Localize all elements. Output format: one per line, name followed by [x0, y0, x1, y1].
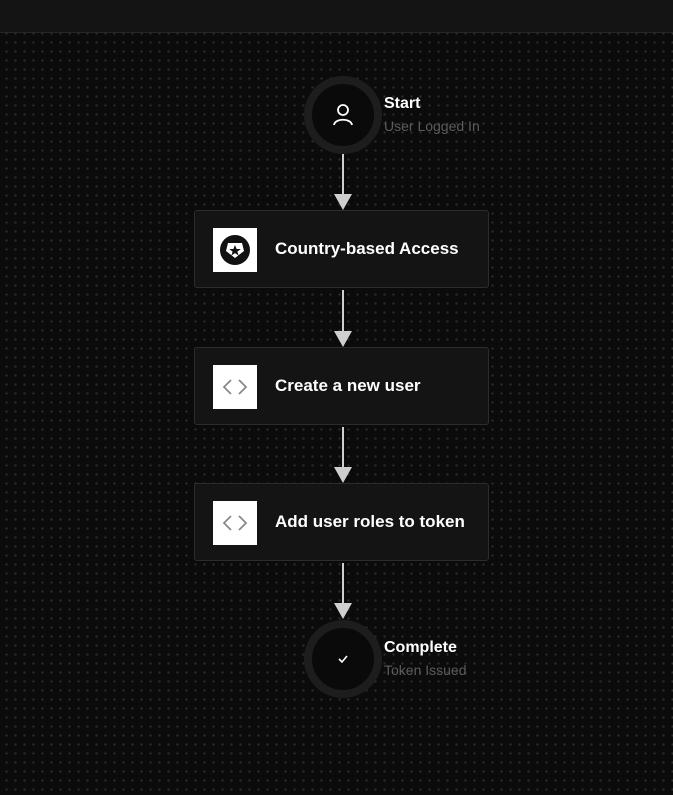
action-label: Add user roles to token — [275, 512, 465, 531]
arrowhead-icon — [334, 603, 352, 619]
action-card-add-user-roles-to-token[interactable]: Add user roles to token — [194, 483, 489, 561]
complete-title: Complete — [384, 639, 457, 656]
complete-node[interactable] — [304, 620, 382, 698]
complete-label: Complete Token Issued — [384, 638, 467, 680]
action-label: Create a new user — [275, 376, 421, 395]
check-icon — [338, 655, 348, 664]
start-node[interactable] — [304, 76, 382, 154]
start-title: Start — [384, 95, 421, 112]
auth0-logo-icon — [213, 228, 257, 272]
action-card-country-based-access[interactable]: Country-based Access — [194, 210, 489, 288]
arrowhead-icon — [334, 194, 352, 210]
action-card-create-a-new-user[interactable]: Create a new user — [194, 347, 489, 425]
code-icon — [213, 501, 257, 545]
start-label: Start User Logged In — [384, 94, 480, 136]
complete-subtitle: Token Issued — [384, 662, 467, 678]
user-icon — [333, 104, 353, 126]
code-icon — [213, 365, 257, 409]
connector-line — [342, 154, 344, 196]
arrowhead-icon — [334, 331, 352, 347]
start-subtitle: User Logged In — [384, 118, 480, 134]
connector-line — [342, 563, 344, 605]
connector-line — [342, 290, 344, 332]
action-label: Country-based Access — [275, 239, 459, 258]
top-bar — [0, 0, 673, 33]
arrowhead-icon — [334, 467, 352, 483]
connector-line — [342, 427, 344, 469]
